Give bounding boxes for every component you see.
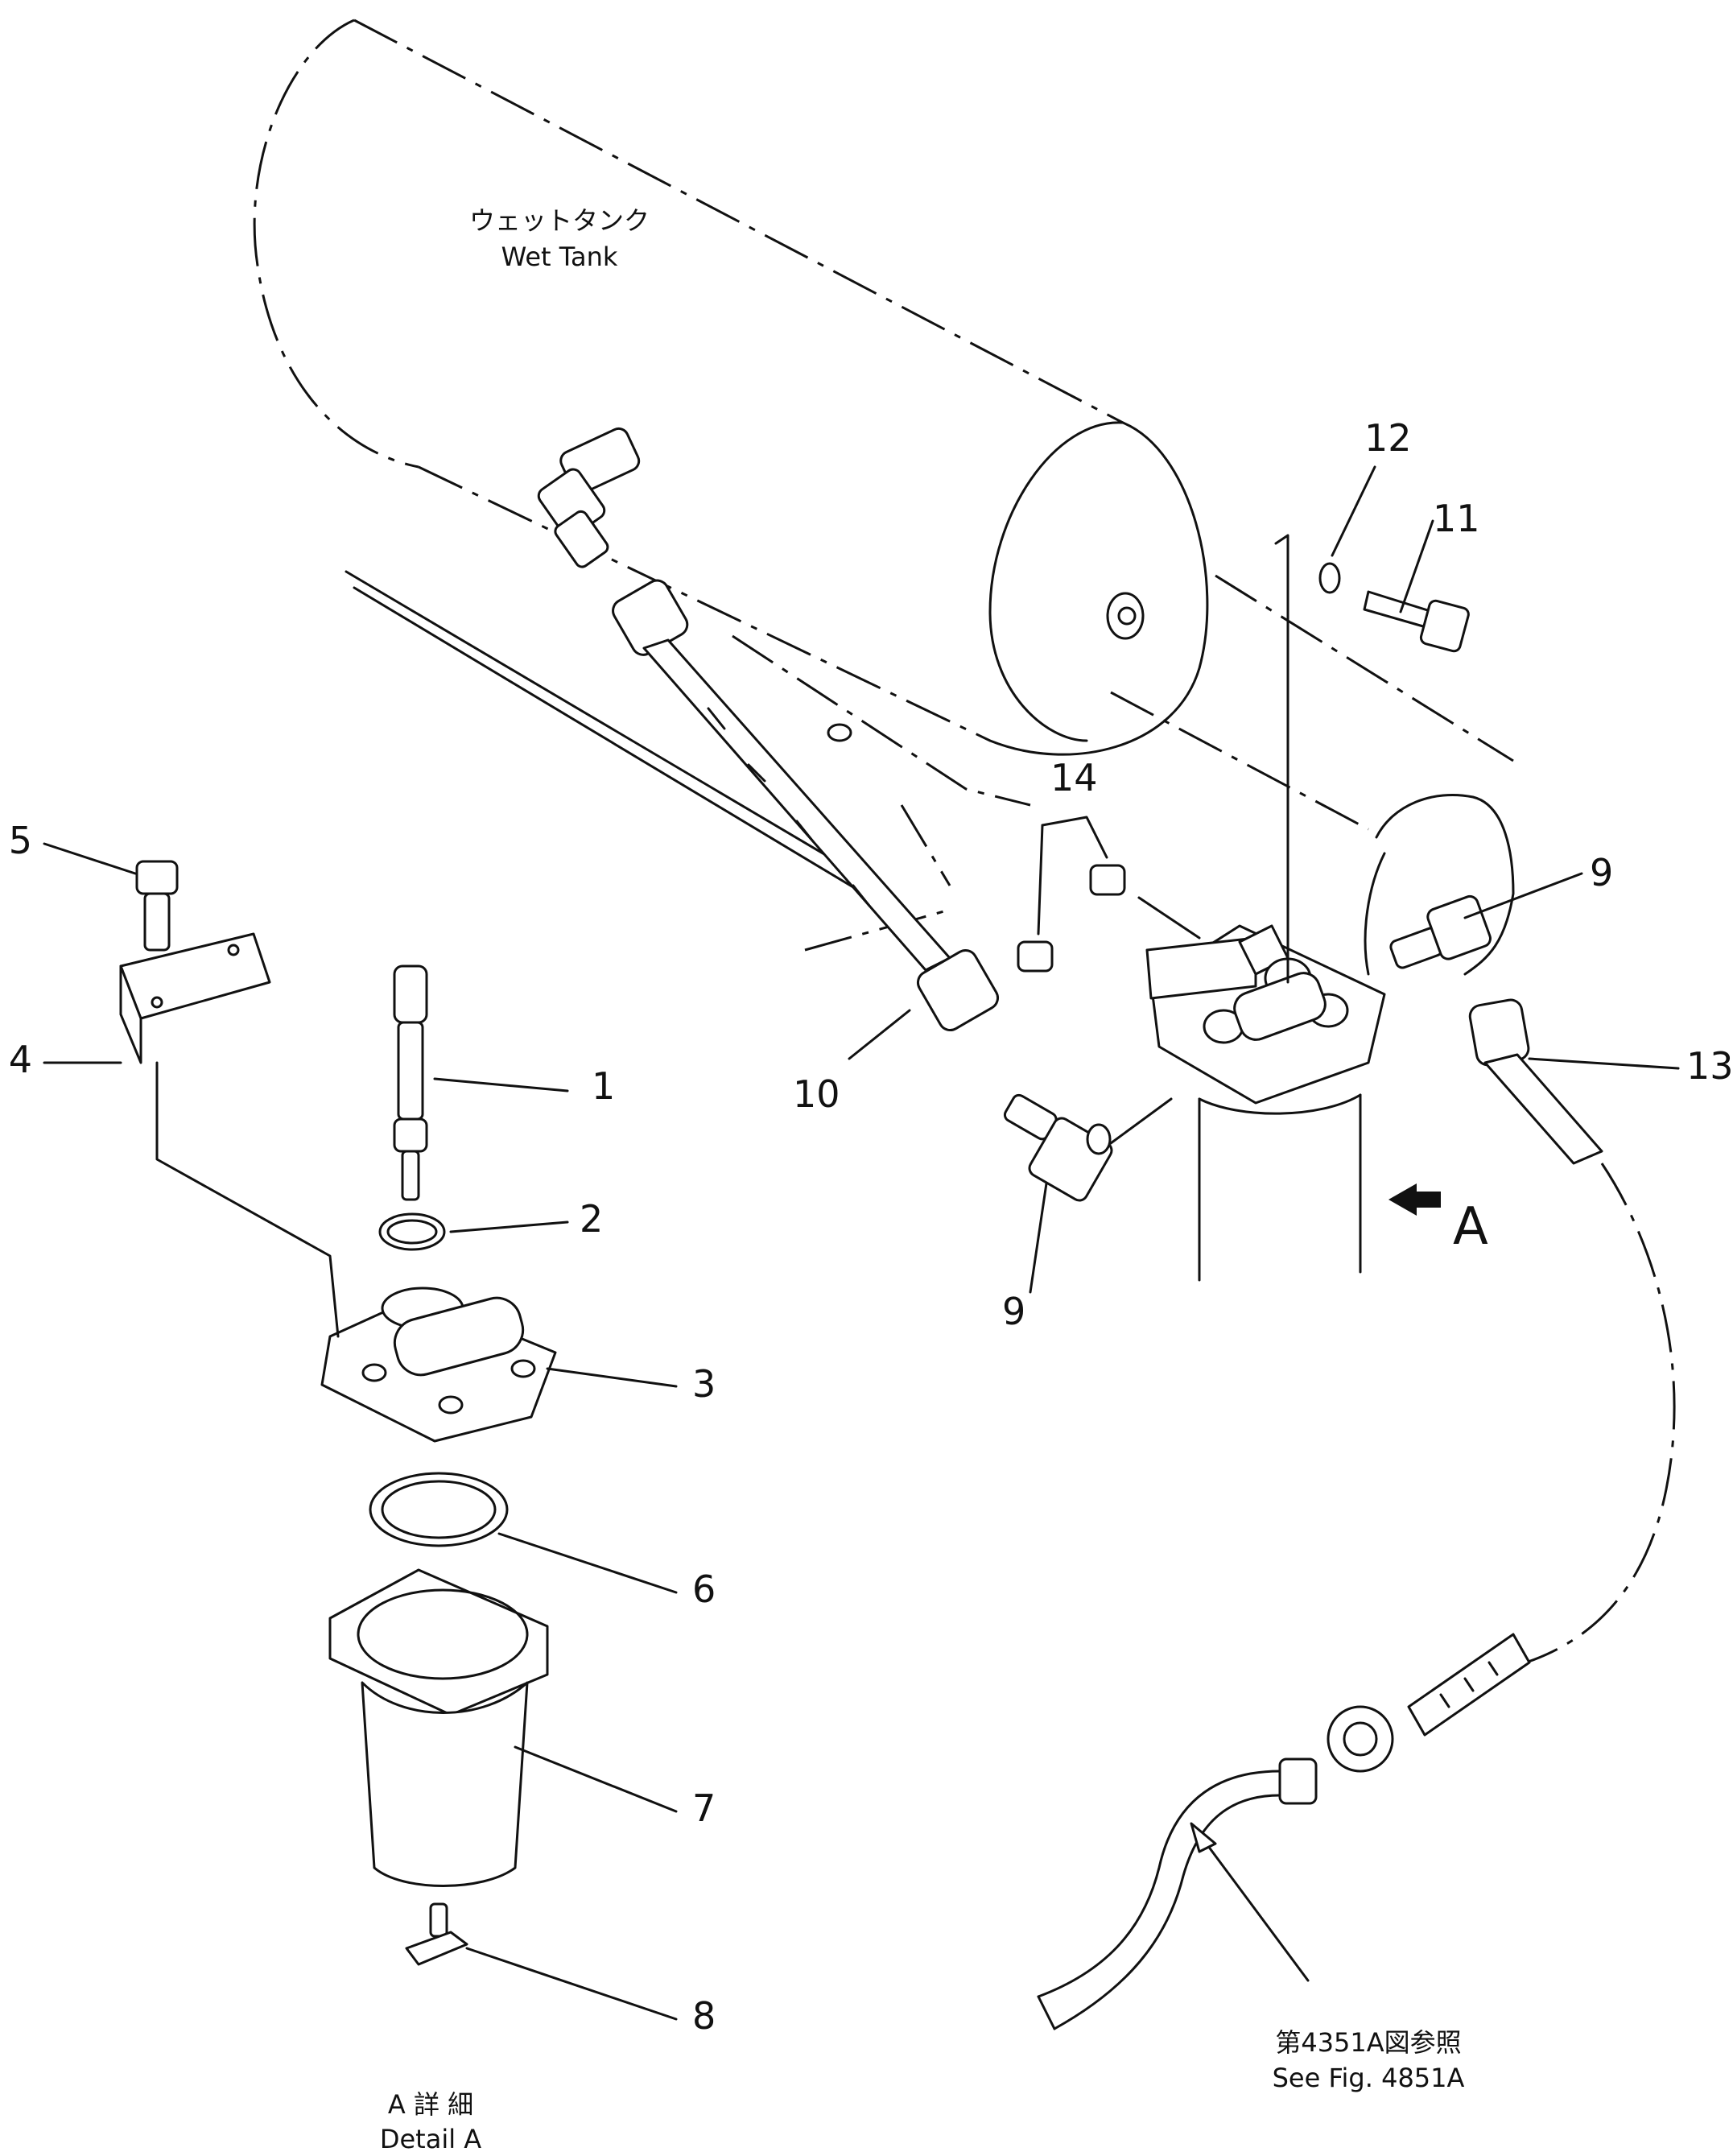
- view-marker-label: A: [1453, 1197, 1488, 1257]
- tank-label-en: Wet Tank: [501, 242, 618, 272]
- frame-rails: [345, 570, 1515, 976]
- part-number-4: 4: [9, 1038, 32, 1081]
- part-number-10: 10: [793, 1072, 840, 1116]
- part-number-12: 12: [1364, 416, 1412, 460]
- pipe-to-4851A: [1037, 1757, 1318, 2030]
- part-number-6: 6: [692, 1567, 716, 1611]
- part-number-5: 5: [9, 819, 32, 862]
- leader-lines: [43, 465, 1680, 2021]
- o-ring-2: [378, 1212, 446, 1251]
- elbow-9-lower: [1003, 1093, 1113, 1202]
- part-number-9-upper: 9: [1590, 851, 1613, 894]
- part-number-7: 7: [692, 1786, 716, 1830]
- hose-10: [612, 579, 1000, 1032]
- tank-elbow-fitting: [537, 427, 641, 568]
- fitting-1: [393, 964, 428, 1201]
- filter-head-3: [320, 1287, 557, 1443]
- part-number-14: 14: [1050, 756, 1098, 799]
- view-arrow-a: [1388, 1183, 1441, 1216]
- bolt-5: [135, 860, 179, 952]
- filter-element-7: [328, 1568, 549, 1887]
- bracket-4: [119, 932, 271, 1064]
- part-number-8: 8: [692, 1994, 716, 2038]
- bolt-11: [1363, 590, 1470, 653]
- part-number-9-lower: 9: [1002, 1290, 1025, 1333]
- part-number-3: 3: [692, 1362, 716, 1406]
- part-number-13: 13: [1686, 1044, 1733, 1088]
- part-number-2: 2: [580, 1197, 603, 1241]
- elbow-9-upper: [1389, 894, 1492, 969]
- reference-label-jp: 第4351A図参照: [1275, 2027, 1461, 2058]
- part-number-11: 11: [1433, 497, 1480, 540]
- filter-assembly: [1145, 924, 1386, 1282]
- detail-label-jp: A 詳 細: [388, 2089, 473, 2120]
- part-number-1: 1: [592, 1064, 615, 1108]
- detail-label-en: Detail A: [380, 2124, 481, 2154]
- reference-label-en: See Fig. 4851A: [1273, 2063, 1465, 2093]
- spacer-14: [1017, 864, 1126, 973]
- washer-12: [1318, 562, 1341, 594]
- tank-label-jp: ウェットタンク: [469, 205, 650, 236]
- gasket-6: [369, 1472, 509, 1547]
- hose-13: [1327, 998, 1676, 1773]
- drain-cock-8: [405, 1902, 468, 1966]
- wet-tank: [253, 19, 1209, 756]
